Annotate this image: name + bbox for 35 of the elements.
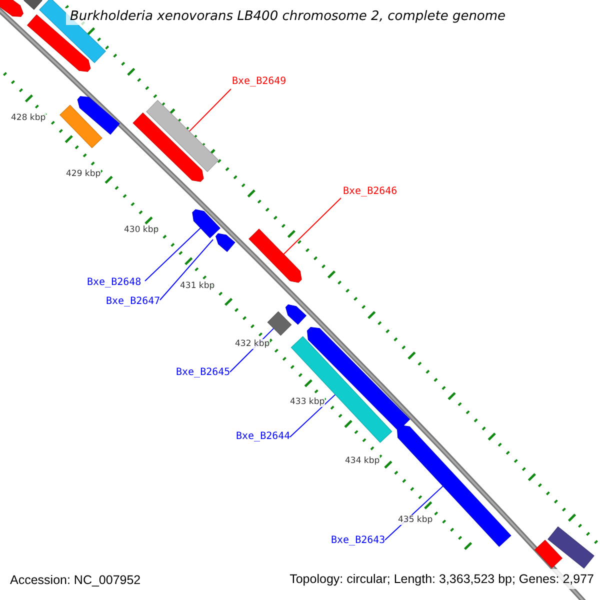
gene-label: Bxe_B2646: [343, 186, 398, 198]
accession-text: Accession: NC_007952: [10, 573, 141, 587]
gene-label: Bxe_B2648: [87, 277, 142, 289]
position-label: 430 kbp: [124, 225, 159, 235]
leader-line: [283, 198, 342, 255]
position-label: 428 kbp: [11, 113, 46, 123]
leader-line: [160, 239, 214, 300]
gene-feature: [146, 100, 220, 172]
gene-label: Bxe_B2644: [236, 431, 290, 443]
leader-line: [290, 394, 336, 438]
position-label: 435 kbp: [398, 515, 433, 525]
gene-feature: [0, 0, 24, 17]
gene-feature: [290, 336, 392, 443]
gene-feature: [77, 96, 120, 135]
position-label: 431 kbp: [180, 281, 215, 291]
gene-feature: [192, 209, 220, 238]
position-label: 434 kbp: [345, 456, 380, 466]
gene-feature: [132, 112, 204, 182]
gene-feature: [248, 228, 302, 283]
gene-feature: [396, 425, 512, 547]
position-label: 429 kbp: [66, 169, 101, 179]
gene-feature: [285, 304, 307, 325]
gene-label: Bxe_B2643: [331, 535, 386, 547]
leader-line: [144, 227, 202, 282]
gene-label: Bxe_B2647: [106, 296, 160, 308]
leader-line: [188, 88, 232, 132]
position-label: 432 kbp: [235, 339, 270, 349]
gene-feature: [267, 311, 292, 336]
position-label: 433 kbp: [290, 397, 325, 407]
gene-label: Bxe_B2645: [176, 367, 230, 379]
gene-feature: [306, 327, 410, 432]
gene-label: Bxe_B2649: [232, 76, 286, 88]
gene-feature: [216, 233, 236, 252]
gene-feature: [60, 104, 102, 148]
gene-feature: [24, 0, 42, 10]
